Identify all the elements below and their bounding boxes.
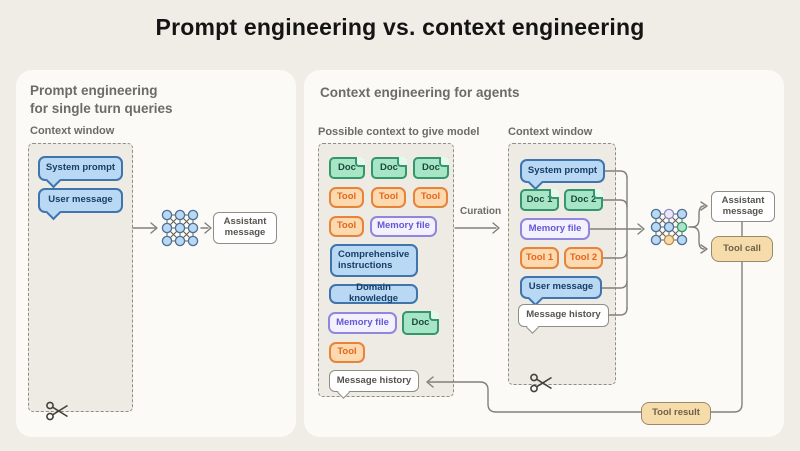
- system-prompt-chip: System prompt: [38, 156, 123, 181]
- left-context-window-box: [28, 143, 133, 412]
- memory-file-chip: Memory file: [520, 218, 590, 240]
- model-icon: [650, 208, 688, 246]
- page-title: Prompt engineering vs. context engineeri…: [155, 14, 645, 40]
- assistant-message-box: Assistant message: [711, 191, 775, 222]
- doc-chip: Doc: [329, 157, 365, 179]
- tool-call-box: Tool call: [711, 236, 773, 262]
- tool-chip: Tool: [413, 187, 448, 208]
- model-icon: [161, 209, 199, 247]
- tool-chip: Tool: [371, 187, 406, 208]
- doc-chip: Doc: [371, 157, 407, 179]
- scissors-icon: [46, 401, 68, 421]
- curation-label: Curation: [460, 206, 502, 217]
- domain-knowledge-chip: Domain knowledge: [329, 282, 418, 304]
- user-message-chip: User message: [520, 276, 602, 299]
- memory-file-chip: Memory file: [328, 312, 397, 334]
- tool-chip: Tool: [329, 216, 364, 237]
- tool1-chip: Tool 1: [520, 247, 559, 269]
- message-history-chip: Message history: [518, 304, 609, 327]
- assistant-message-box: Assistant message: [213, 212, 277, 244]
- right-panel-heading: Context engineering for agents: [320, 85, 520, 100]
- left-context-window-label: Context window: [30, 125, 115, 137]
- comprehensive-instructions-chip: Comprehensive instructions: [330, 244, 418, 277]
- right-context-window-label: Context window: [508, 126, 593, 138]
- doc1-chip: Doc 1: [520, 189, 559, 211]
- memory-file-chip: Memory file: [370, 216, 437, 237]
- tool-chip: Tool: [329, 342, 365, 363]
- doc-chip: Doc: [413, 157, 449, 179]
- possible-context-label: Possible context to give model: [318, 126, 480, 138]
- tool2-chip: Tool 2: [564, 247, 603, 269]
- doc-chip: Doc: [402, 311, 439, 335]
- tool-chip: Tool: [329, 187, 364, 208]
- scissors-icon: [530, 373, 552, 393]
- left-panel-heading: Prompt engineering for single turn queri…: [30, 83, 173, 117]
- user-message-chip: User message: [38, 188, 123, 213]
- tool-result-box: Tool result: [641, 402, 711, 425]
- doc2-chip: Doc 2: [564, 189, 603, 211]
- system-prompt-chip: System prompt: [520, 159, 605, 183]
- message-history-chip: Message history: [329, 370, 419, 392]
